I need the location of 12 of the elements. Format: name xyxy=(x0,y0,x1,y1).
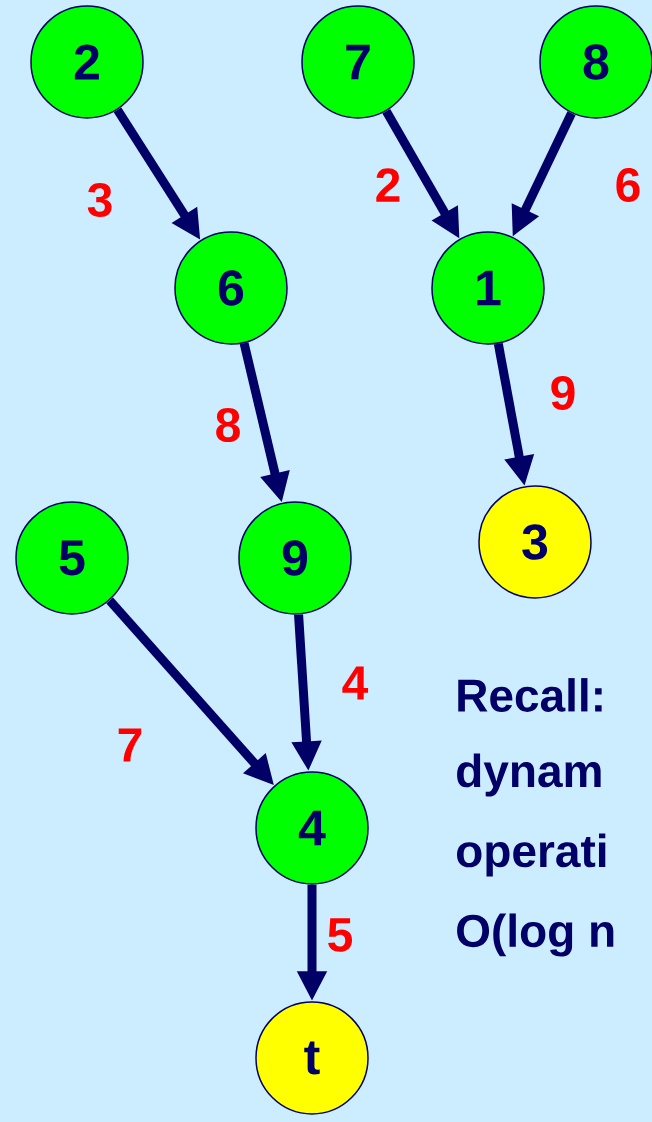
edge-label: 6 xyxy=(616,168,640,202)
edge-label: 9 xyxy=(551,376,575,410)
edge-label: 5 xyxy=(328,918,352,952)
note-text: O(log n xyxy=(457,913,614,957)
note-text: operati xyxy=(457,833,606,877)
edge-label: 8 xyxy=(216,408,240,442)
note-text: Recall: xyxy=(458,678,602,712)
edge-label: 2 xyxy=(376,168,400,202)
edge-label: 7 xyxy=(118,728,142,762)
note-text: dynam xyxy=(457,753,601,797)
edge-label: 4 xyxy=(342,666,369,700)
edge-label: 3 xyxy=(87,182,112,217)
